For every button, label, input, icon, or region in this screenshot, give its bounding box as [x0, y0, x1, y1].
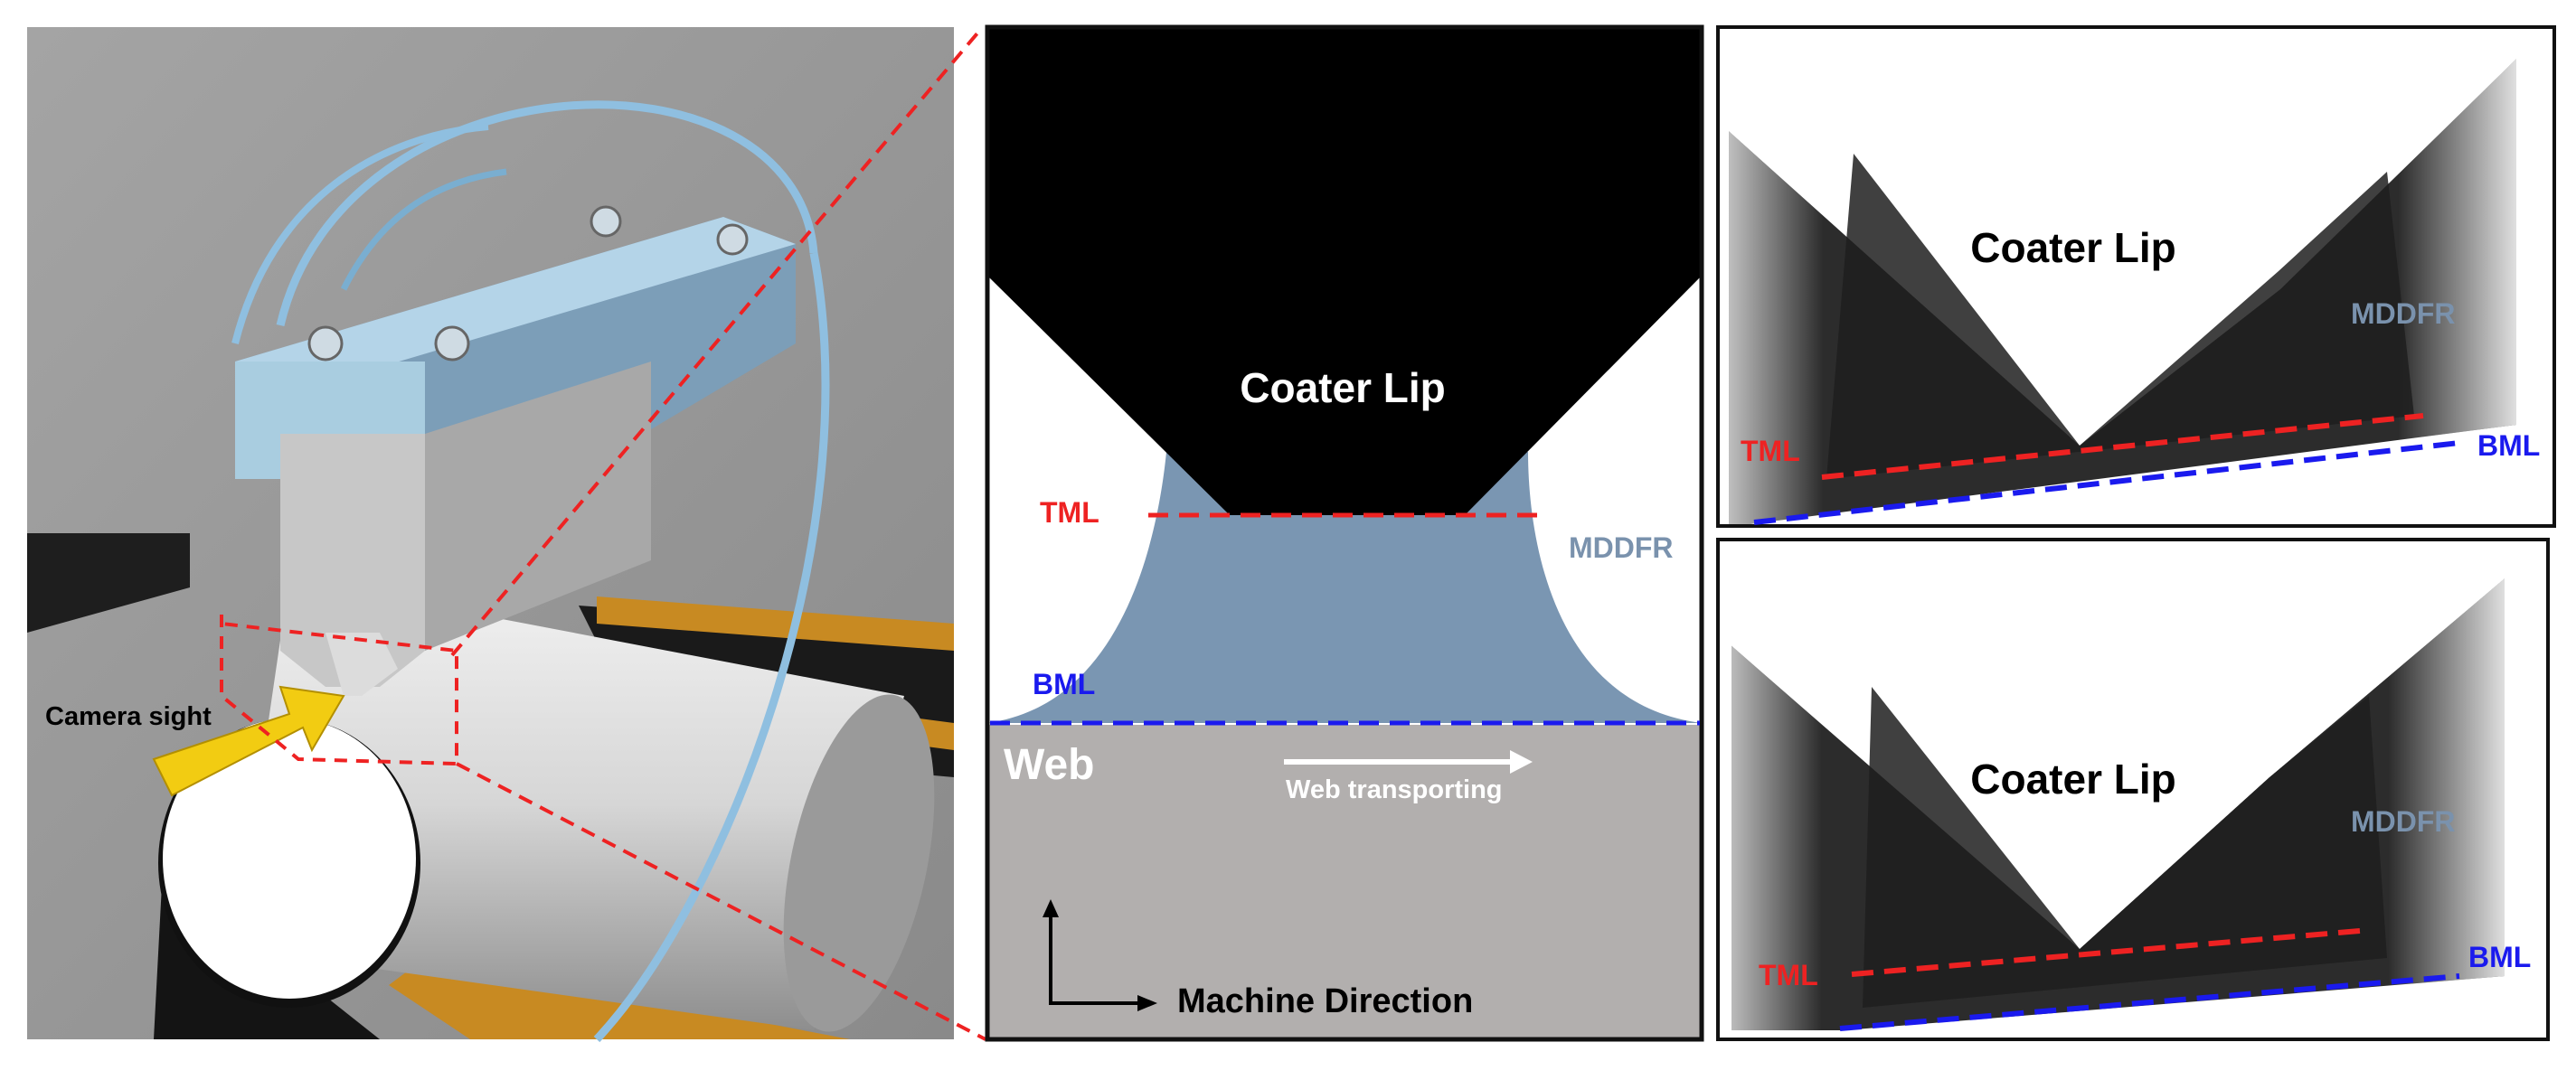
photo-top-border — [1716, 25, 2556, 528]
schematic-panel: Coater Lip TML BML MDDFR Web Web transpo… — [985, 24, 1704, 1042]
photo-bottom-lip-bg — [1729, 540, 2505, 949]
web-transporting-label: Web transporting — [1286, 775, 1503, 804]
bolt — [716, 223, 749, 256]
hose — [340, 168, 507, 291]
camera-sight-region — [220, 615, 458, 766]
photo-top-lip-bg — [1729, 27, 2516, 446]
coater-die-tip — [326, 633, 398, 696]
bolt — [590, 205, 622, 238]
axis-vertical-arrowhead — [1043, 899, 1059, 917]
machine-direction-label: Machine Direction — [1177, 982, 1473, 1020]
photo-bottom-meniscus — [1863, 687, 2387, 1008]
coater-lip-shape — [987, 27, 1702, 515]
photo-top-tml-line — [1821, 413, 2424, 480]
photo-top-meniscus — [1826, 154, 2414, 479]
camera-sight-label: Camera sight — [45, 702, 212, 731]
shadow-left — [27, 533, 190, 633]
hose — [276, 100, 818, 327]
center-bml-label: BML — [1033, 668, 1095, 700]
camera-arrow — [152, 685, 345, 797]
coater-die-side — [425, 362, 651, 651]
schematic-border — [985, 24, 1704, 1042]
hose — [231, 123, 489, 344]
photo-bottom-coater-lip-label: Coater Lip — [1970, 756, 2175, 803]
photo-bottom-tml-line — [1851, 928, 2361, 977]
belt-upper — [597, 596, 954, 651]
photo-top-mddfr-label: MDDFR — [2351, 297, 2456, 330]
photo-top-bml-label: BML — [2477, 429, 2540, 462]
zoom-line-top — [450, 27, 983, 657]
meniscus-fill — [987, 452, 1702, 723]
axis-horizontal-arrowhead — [1137, 995, 1157, 1011]
photo-top-bml-line — [1753, 440, 2460, 525]
roller-far-end — [783, 694, 935, 1032]
photo-bottom-mddfr-label: MDDFR — [2351, 805, 2456, 838]
roller-end-face — [163, 718, 416, 999]
web-transport-arrowhead — [1510, 750, 1533, 774]
photo-panel-bottom: Coater Lip TML BML MDDFR — [1716, 538, 2550, 1041]
photo-bottom-bml-label: BML — [2468, 941, 2531, 973]
web-area — [987, 725, 1702, 1039]
setup-render-panel: Camera sight — [27, 27, 954, 1043]
bolt — [434, 325, 470, 362]
center-coater-lip-label: Coater Lip — [1240, 364, 1445, 411]
zoom-line-bottom — [456, 762, 986, 1041]
coater-die-body — [280, 434, 425, 687]
web-label: Web — [1004, 741, 1094, 789]
photo-bottom-bml-line — [1839, 973, 2460, 1031]
photo-bottom-tml-label: TML — [1759, 959, 1818, 991]
photo-bottom-border — [1716, 538, 2550, 1041]
photo-top-tml-label: TML — [1741, 435, 1800, 467]
center-tml-label: TML — [1040, 496, 1099, 529]
photo-top-coater-lip-label: Coater Lip — [1970, 224, 2175, 271]
photo-panel-top: Coater Lip TML BML MDDFR — [1716, 25, 2556, 528]
hose — [593, 252, 830, 1043]
center-mddfr-label: MDDFR — [1569, 531, 1674, 564]
bolt — [307, 325, 344, 362]
coater-head-top-face — [235, 217, 796, 389]
